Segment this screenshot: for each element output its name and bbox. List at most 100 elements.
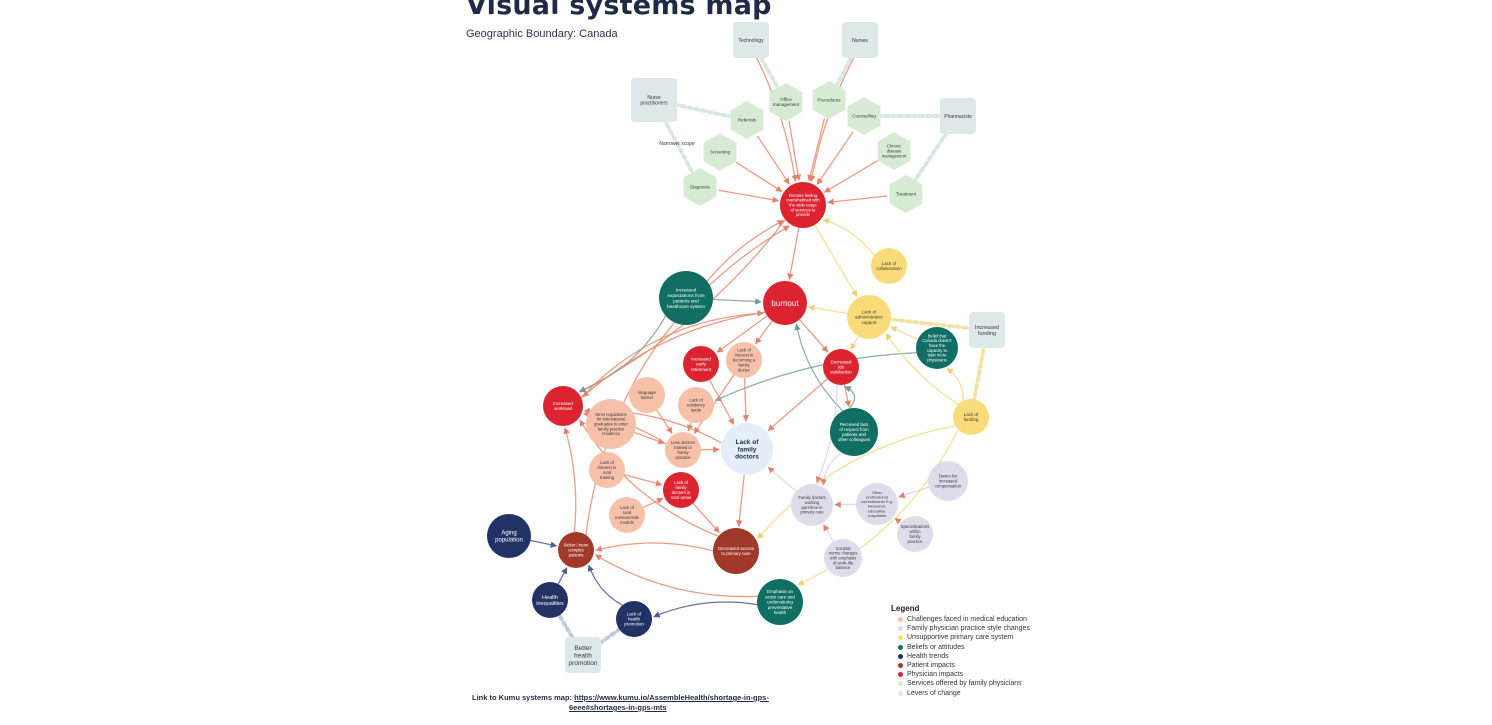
node-shape-early-retirement	[683, 346, 719, 382]
edge-lack-admin-support-to-burnout	[808, 304, 848, 315]
node-treatment[interactable]: Treatment	[889, 175, 923, 213]
kumu-link-part1[interactable]: https://www.kumu.io/AssembleHealth/short…	[574, 693, 769, 702]
node-shape-other-commitments	[856, 483, 898, 525]
node-diagnosis[interactable]: Diagnosis	[683, 168, 717, 206]
edge-specializations-to-other-commitments	[894, 517, 902, 525]
node-label-diagnosis: Diagnosis	[690, 185, 711, 190]
edge-family-doctors-part-time-to-lack-family-doctors	[767, 466, 797, 492]
edge-emphasis-acute-to-sicker-patients	[594, 554, 758, 598]
node-shape-language-barrier	[629, 377, 665, 413]
edge-increased-expectations-to-burnout	[712, 298, 762, 305]
edge-belief-canada-to-lack-admin-support	[890, 326, 919, 340]
legend-label: Levers of change	[907, 689, 961, 697]
edge-lack-health-promotion-to-sicker-patients	[587, 564, 623, 606]
node-shape-lack-rural-mentors	[609, 497, 645, 533]
node-screening[interactable]: Screening	[703, 133, 737, 171]
kumu-link-part2[interactable]: 6eee#shortages-in-gps-mts	[569, 703, 667, 712]
node-shape-health-inequalities	[532, 582, 568, 618]
node-label-pharmacists: Pharmacists	[944, 114, 972, 120]
edge-lack-residency-to-less-doctors-trained	[687, 422, 694, 432]
node-shape-burnout	[763, 281, 807, 325]
edge-lack-collaboration-to-doctors-overwhelmed	[822, 218, 875, 256]
legend-item: Levers of change	[891, 689, 1030, 698]
node-shape-family-doctors-part-time	[791, 484, 833, 526]
edge-diagnosis-to-doctors-overwhelmed	[718, 189, 780, 203]
node-burnout[interactable]: burnout	[763, 281, 807, 325]
node-technology[interactable]: Technology	[733, 22, 769, 58]
node-counselling[interactable]: Counselling	[847, 97, 881, 135]
node-shape-perceived-lack-respect	[830, 408, 878, 456]
legend-swatch	[898, 672, 903, 678]
edge-lack-interest-family-to-lack-family-doctors	[742, 377, 750, 422]
node-referrals[interactable]: Referrals	[730, 101, 764, 139]
node-pharmacists[interactable]: Pharmacists	[940, 98, 976, 134]
node-nurses[interactable]: Nurses	[842, 22, 878, 58]
node-shape-lack-admin-support	[847, 295, 891, 339]
node-narrower-scope[interactable]: Narrower scope	[659, 141, 695, 147]
node-shape-lack-residency	[678, 387, 714, 423]
legend-swatch	[898, 663, 903, 669]
node-shape-nurses	[842, 22, 878, 58]
node-shape-treatment	[889, 175, 923, 213]
node-shape-diagnosis	[683, 168, 717, 206]
node-label-treatment: Treatment	[896, 192, 917, 197]
legend-item: Challenges faced in medical education	[891, 615, 1030, 624]
node-shape-societal-norms	[824, 539, 862, 577]
node-procedures[interactable]: Procedures	[812, 81, 846, 119]
edge-burnout-to-increased-workload	[582, 311, 766, 398]
node-shape-technology	[733, 22, 769, 58]
legend-item: Family physician practice style changes	[891, 624, 1030, 633]
